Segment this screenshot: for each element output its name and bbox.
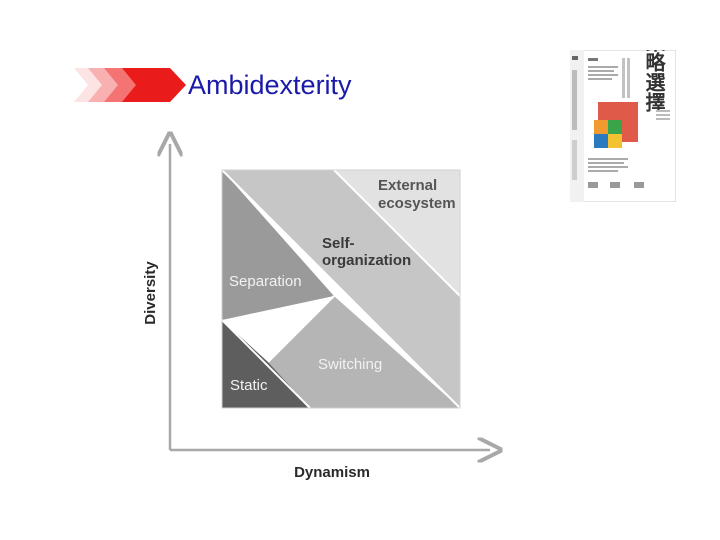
label-external-line1: External <box>378 177 437 194</box>
region-switching <box>268 296 460 408</box>
slide-title: Ambidexterity <box>188 70 352 100</box>
label-self-org-line1: Self- <box>322 235 355 252</box>
y-axis-label: Diversity <box>142 261 159 325</box>
boundary-line <box>221 169 461 409</box>
diagram-frame <box>221 169 461 409</box>
label-static: Static <box>230 377 268 394</box>
label-separation: Separation <box>229 273 302 290</box>
chevron-4 <box>122 68 186 102</box>
label-self-org-line2: organization <box>322 252 411 269</box>
boundary-line <box>221 319 311 409</box>
label-external-line2: ecosystem <box>378 195 456 212</box>
book-blue-square <box>594 134 608 148</box>
book-title: 策略選擇 <box>642 50 666 113</box>
chevron-arrows-icon <box>74 68 186 102</box>
boundary-line <box>333 169 461 297</box>
book-green-square <box>608 120 622 134</box>
book-yellow-square <box>608 134 622 148</box>
label-switching: Switching <box>318 356 382 373</box>
boundary-line <box>267 295 335 363</box>
region-separation <box>222 170 334 320</box>
x-axis-label: Dynamism <box>294 464 370 481</box>
book-orange-square <box>594 120 608 134</box>
book-cover-image: 策略選擇 <box>570 50 676 202</box>
